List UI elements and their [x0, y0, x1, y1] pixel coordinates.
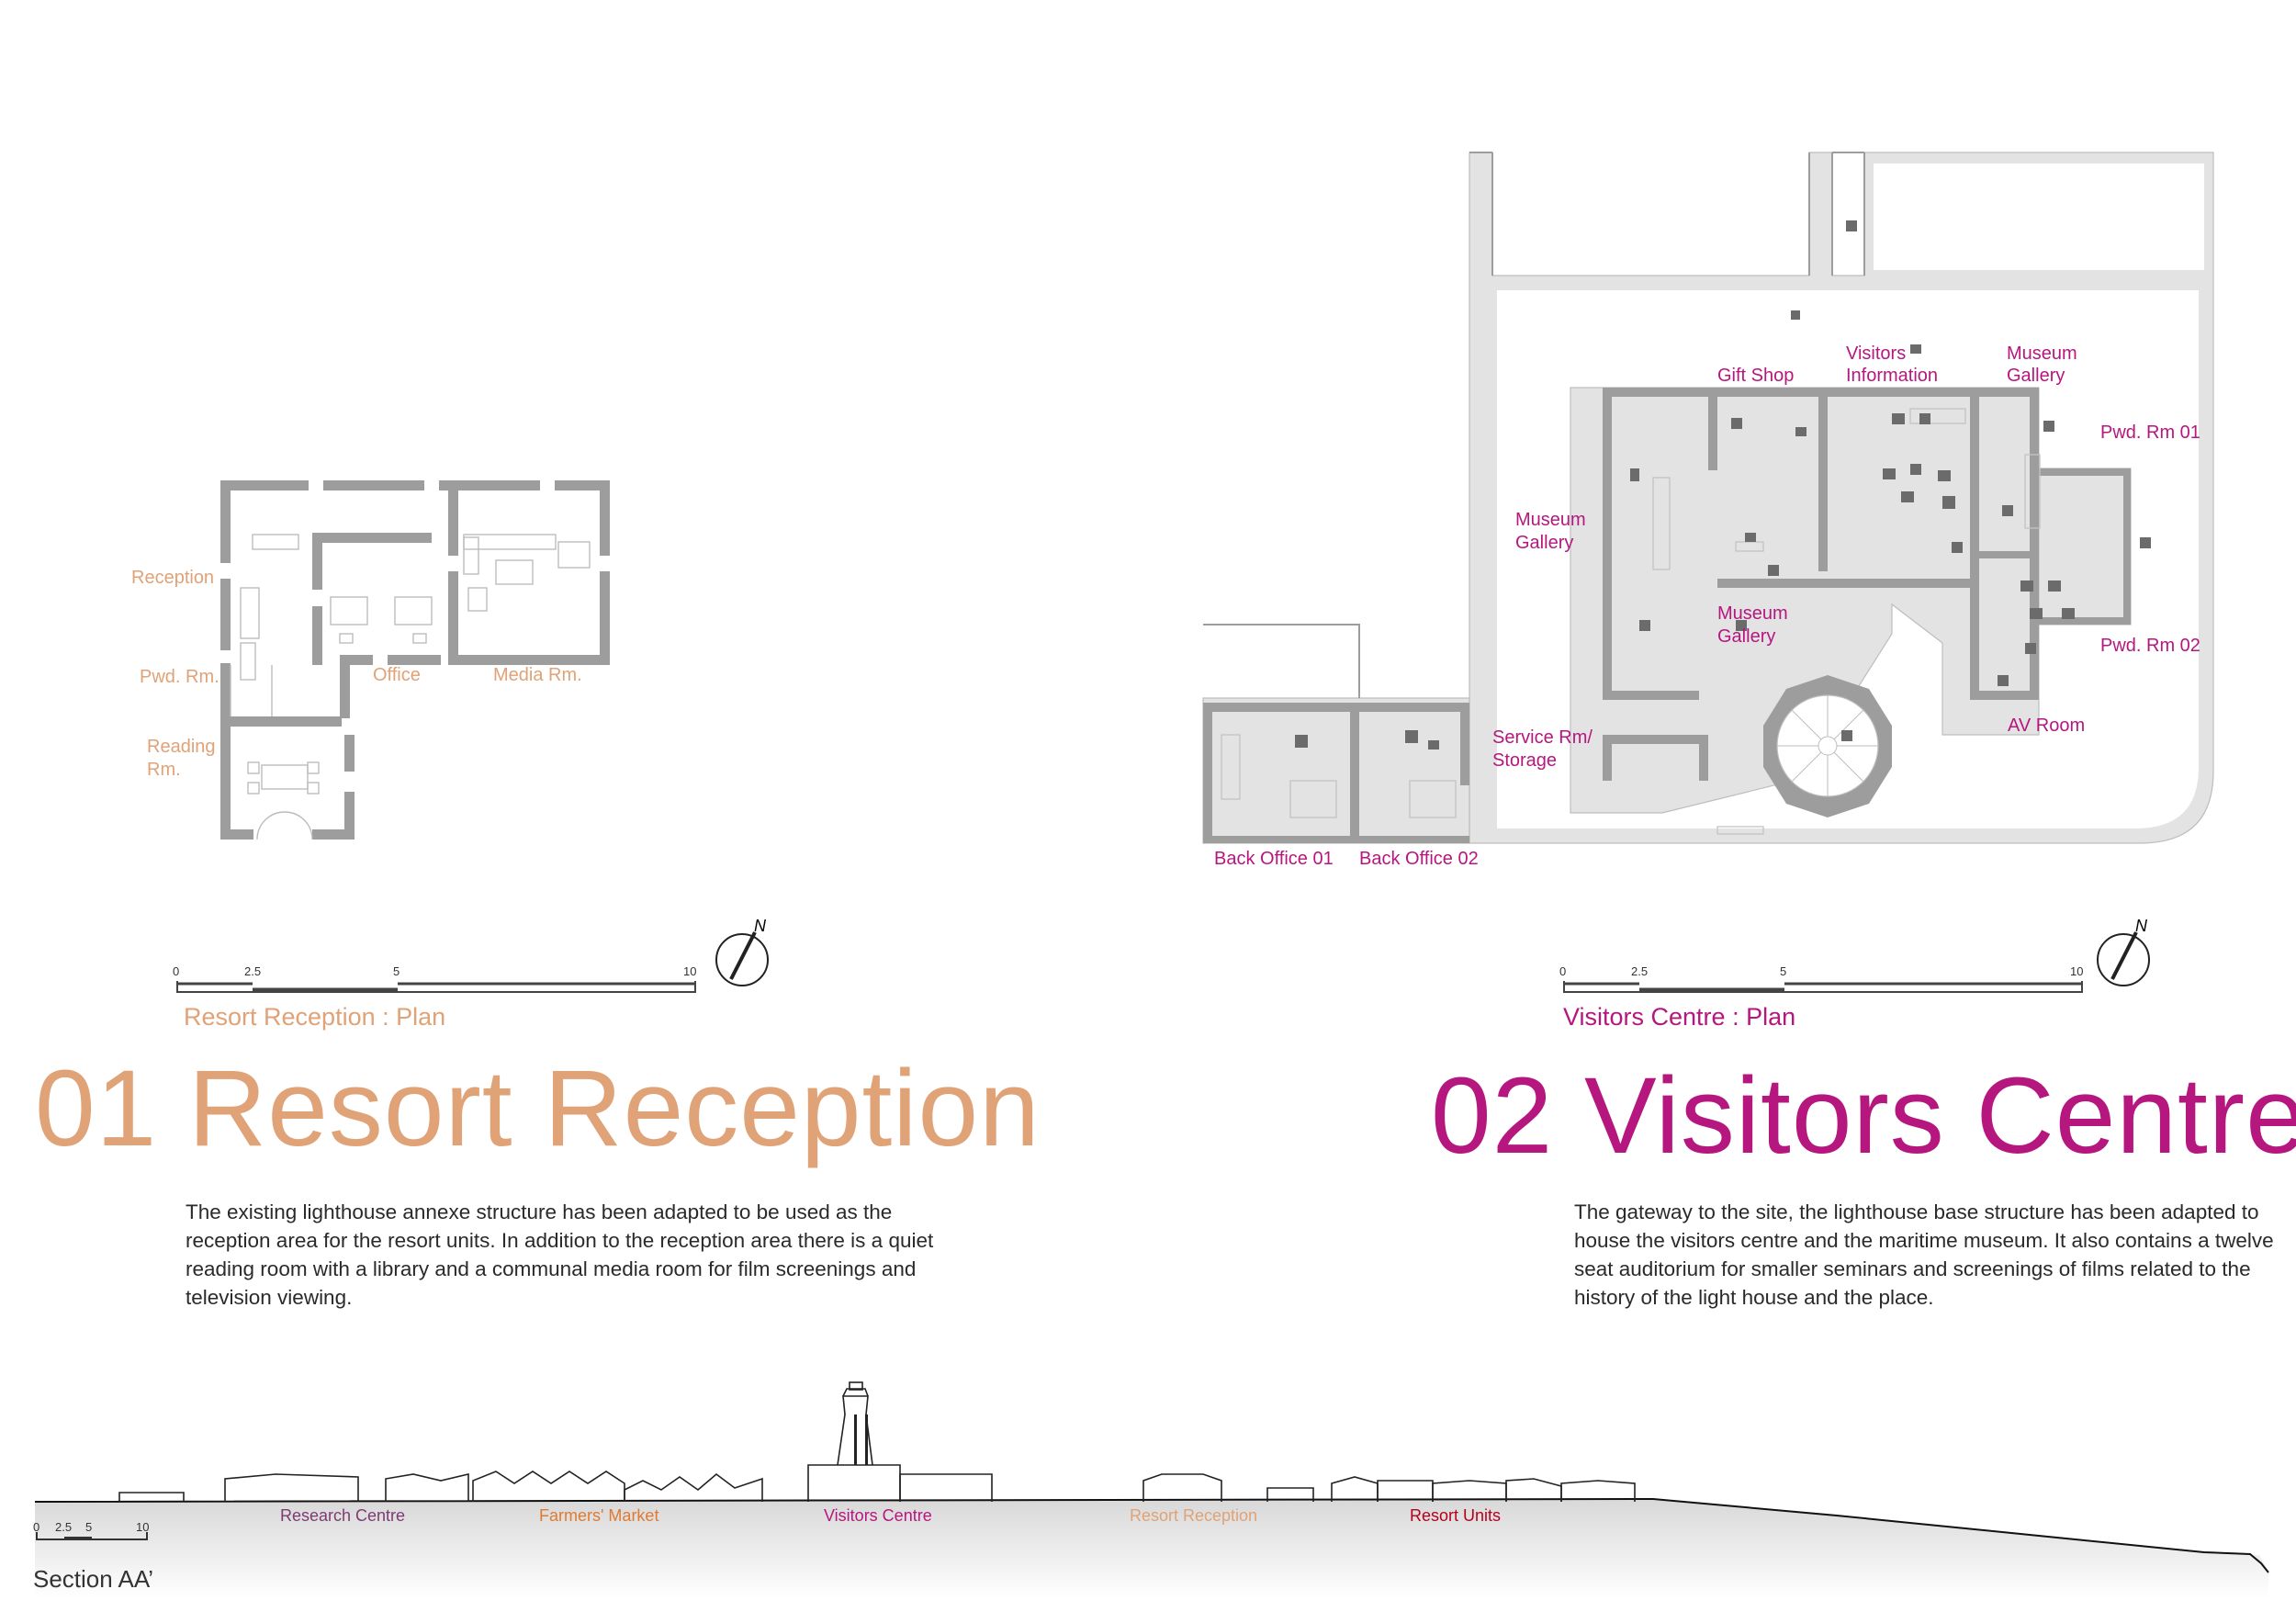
- resort-title: 01 Resort Reception: [35, 1048, 1041, 1169]
- room-label-reading-2: Rm.: [147, 760, 181, 780]
- room-label-media: Media Rm.: [493, 665, 582, 685]
- scale-tick-2-5: 2.5: [244, 964, 262, 978]
- section-scale-10: 10: [136, 1520, 150, 1534]
- room-label-av-room: AV Room: [2008, 716, 2086, 736]
- room-label-museum-mid: Museum: [1717, 603, 1788, 624]
- section-label-resort-units: Resort Units: [1410, 1506, 1502, 1525]
- section-scale-2-5: 2.5: [55, 1520, 73, 1534]
- section-scale-0: 0: [33, 1520, 40, 1534]
- resort-description: The existing lighthouse annexe structure…: [186, 1200, 934, 1309]
- room-label-museum-left: Museum: [1515, 510, 1586, 530]
- scale-tick-5-right: 5: [1780, 964, 1787, 978]
- visitors-plan-subtitle: Visitors Centre : Plan: [1563, 1003, 1796, 1031]
- room-label-pwd-02: Pwd. Rm 02: [2100, 636, 2200, 656]
- room-label-visitors-info: Visitors: [1846, 344, 1907, 364]
- room-label-pwd-01: Pwd. Rm 01: [2100, 423, 2200, 443]
- room-label-reading: Reading: [147, 737, 216, 757]
- room-label-museum-mid-2: Gallery: [1717, 626, 1776, 647]
- scale-tick-2-5-right: 2.5: [1631, 964, 1649, 978]
- scale-tick-10: 10: [683, 964, 697, 978]
- room-label-back-office-01: Back Office 01: [1214, 849, 1334, 869]
- section-label-visitors: Visitors Centre: [824, 1506, 932, 1525]
- compass-icon: [2097, 931, 2150, 986]
- room-label-visitors-info-2: Information: [1846, 366, 1939, 386]
- section-scale-5: 5: [85, 1520, 93, 1534]
- room-label-gift-shop: Gift Shop: [1717, 366, 1795, 386]
- scale-tick-0-right: 0: [1559, 964, 1567, 978]
- section-title: Section AA’: [33, 1565, 154, 1593]
- compass-north-label: N: [754, 917, 766, 935]
- room-label-office: Office: [373, 665, 421, 685]
- room-label-pwd: Pwd. Rm.: [140, 667, 219, 687]
- room-label-back-office-02: Back Office 02: [1359, 849, 1479, 869]
- scale-tick-0: 0: [173, 964, 180, 978]
- visitors-description: The gateway to the site, the lighthouse …: [1574, 1200, 2274, 1309]
- room-label-reception: Reception: [131, 568, 215, 588]
- room-label-museum-top: Museum: [2007, 344, 2077, 364]
- room-label-service: Service Rm/: [1492, 727, 1593, 748]
- resort-plan-subtitle: Resort Reception : Plan: [184, 1003, 446, 1031]
- compass-north-label-right: N: [2135, 917, 2147, 935]
- scale-tick-5: 5: [393, 964, 400, 978]
- section-label-resort-reception: Resort Reception: [1130, 1506, 1258, 1525]
- compass-icon: [715, 931, 769, 986]
- section-label-research: Research Centre: [280, 1506, 406, 1525]
- room-label-service-2: Storage: [1492, 750, 1558, 771]
- visitors-title: 02 Visitors Centre: [1431, 1055, 2296, 1177]
- room-label-museum-left-2: Gallery: [1515, 533, 1574, 553]
- section-label-market: Farmers' Market: [539, 1506, 659, 1525]
- scale-tick-10-right: 10: [2070, 964, 2084, 978]
- room-label-museum-top-2: Gallery: [2007, 366, 2065, 386]
